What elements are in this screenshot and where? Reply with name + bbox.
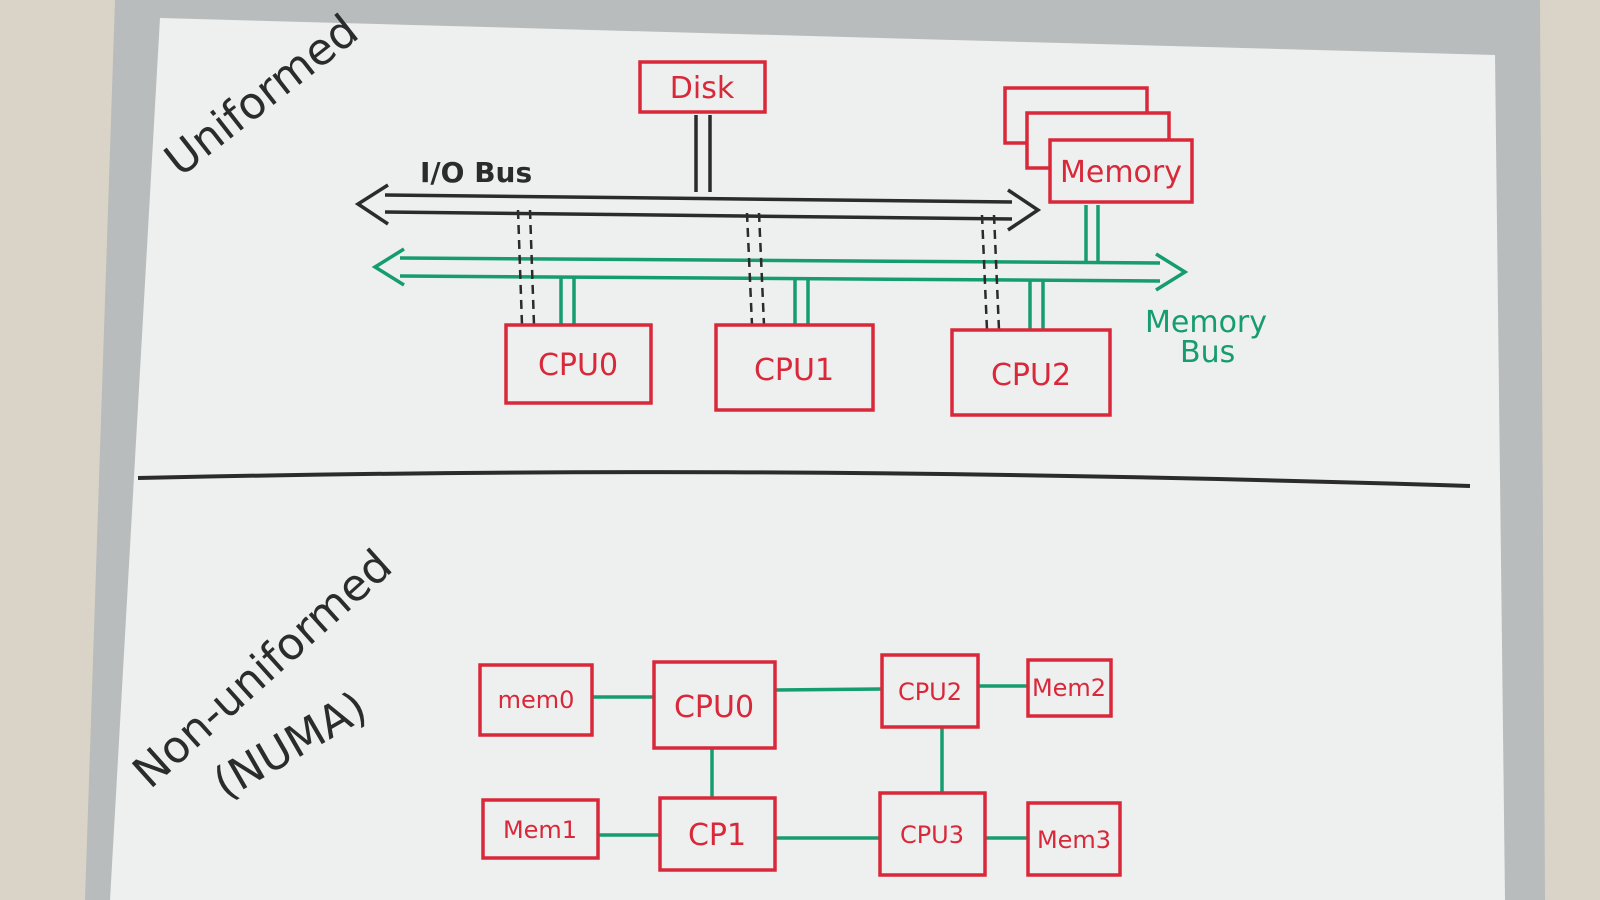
uniform-cpu-2-label: CPU2 xyxy=(991,358,1071,393)
memory-bus-label-line1: Memory xyxy=(1145,305,1267,340)
numa-cpu-0: CPU0 xyxy=(652,660,777,750)
memory-node: Memory xyxy=(1003,86,1194,262)
numa-cpu-1-label: CP1 xyxy=(688,818,746,853)
numa-mem-0: mem0 xyxy=(478,663,594,737)
memory-bus xyxy=(371,247,1189,292)
section-divider xyxy=(137,470,1471,488)
disk-label: Disk xyxy=(670,71,735,106)
numa-mem-2-label: Mem2 xyxy=(1032,674,1106,702)
uniform-cpu-connectors xyxy=(516,209,1045,331)
numa-cpu-2: CPU2 xyxy=(880,653,980,729)
numa-mem-3: Mem3 xyxy=(1026,801,1122,877)
memory-label: Memory xyxy=(1060,155,1182,190)
numa-mem-3-label: Mem3 xyxy=(1037,826,1111,854)
numa-cpu-0-label: CPU0 xyxy=(674,690,754,725)
uniform-cpu-0: CPU0 xyxy=(504,323,653,405)
numa-mem-2: Mem2 xyxy=(1026,658,1113,718)
board-surface xyxy=(110,18,1505,900)
uniform-cpu-1-label: CPU1 xyxy=(754,353,834,388)
io-bus-label: I/O Bus xyxy=(420,156,532,189)
disk-node: Disk xyxy=(638,60,767,192)
numa-links xyxy=(592,684,1028,840)
numa-cpu-3: CPU3 xyxy=(878,791,987,877)
numa-cpu-1: CP1 xyxy=(658,796,777,872)
numa-cpu-3-label: CPU3 xyxy=(900,821,964,849)
numa-mem-1: Mem1 xyxy=(481,798,600,860)
numa-cpu-2-label: CPU2 xyxy=(898,678,962,706)
uniform-cpu-0-label: CPU0 xyxy=(538,348,618,383)
memory-bus-label-line2: Bus xyxy=(1180,335,1235,370)
uniform-cpu-1: CPU1 xyxy=(714,323,875,412)
numa-mem-0-label: mem0 xyxy=(498,686,575,714)
numa-mem-1-label: Mem1 xyxy=(503,816,577,844)
uniform-cpu-2: CPU2 xyxy=(950,328,1112,417)
io-bus xyxy=(354,183,1042,232)
